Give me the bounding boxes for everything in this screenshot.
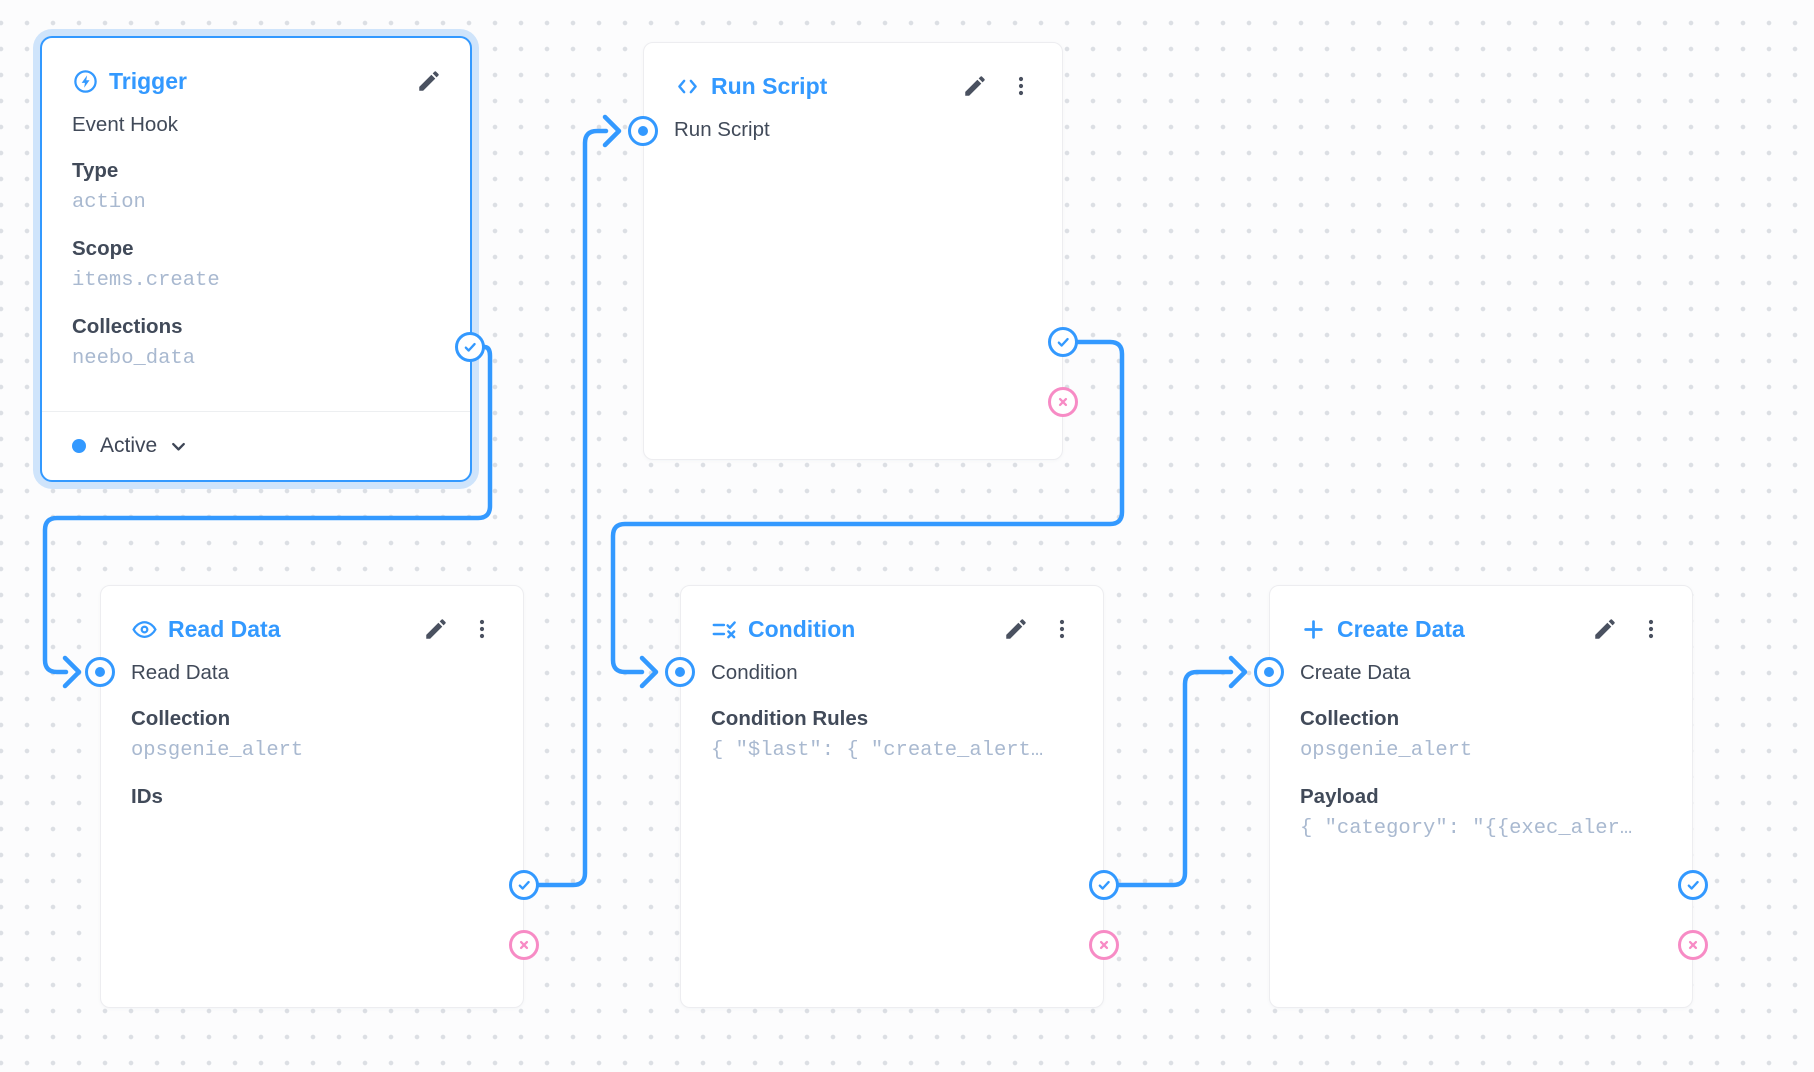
field-label: IDs <box>131 785 163 808</box>
run-script-resolve-handle check-circle-icon[interactable] <box>1048 327 1078 357</box>
node-type-name: Run Script <box>674 118 770 141</box>
condition-input-handle[interactable] <box>665 657 695 687</box>
node-type-name: Create Data <box>1300 661 1411 684</box>
edit-icon[interactable] <box>416 68 442 94</box>
field-label: Scope <box>72 237 134 260</box>
kebab-menu-icon[interactable] <box>1008 73 1034 99</box>
run-script-card-header: Run Script <box>644 43 1062 101</box>
node-title: Read Data <box>168 615 281 642</box>
field-label: Condition Rules <box>711 707 869 730</box>
rule-icon <box>711 616 738 643</box>
create-data-resolve-handle check-circle-icon[interactable] <box>1678 870 1708 900</box>
run-script-node-card[interactable]: Run Script Run Script <box>643 42 1063 460</box>
node-type-name: Condition <box>711 661 798 684</box>
field-value: items.create <box>72 269 220 292</box>
kebab-menu-icon[interactable] <box>469 616 495 642</box>
chevron-down-icon <box>167 435 190 458</box>
node-title: Run Script <box>711 72 828 99</box>
connector-read-data-to-run-script <box>536 114 622 888</box>
kebab-menu-icon[interactable] <box>1049 616 1075 642</box>
trigger-resolve-handle check-circle-icon[interactable] <box>455 332 485 362</box>
input-dot-icon <box>638 126 648 136</box>
status-dropdown[interactable]: Active <box>42 411 470 480</box>
active-status-dot <box>72 439 86 453</box>
node-title: Create Data <box>1337 615 1465 642</box>
input-dot-icon <box>675 667 685 677</box>
trigger-card-header: Trigger <box>42 38 470 96</box>
read-data-card-header: Read Data <box>101 586 523 644</box>
field-label: Collections <box>72 315 183 338</box>
read-data-resolve-handle check-circle-icon[interactable] <box>509 870 539 900</box>
code-icon <box>674 73 701 100</box>
input-dot-icon <box>95 667 105 677</box>
edit-icon[interactable] <box>1003 616 1029 642</box>
field-label: Type <box>72 159 119 182</box>
read-data-node-card[interactable]: Read Data Read Data Collection opsgenie_… <box>100 585 524 1008</box>
bolt-circle-icon <box>72 68 99 95</box>
eye-icon <box>131 616 158 643</box>
field-value: opsgenie_alert <box>1300 739 1473 762</box>
node-title: Trigger <box>109 67 187 94</box>
condition-node-card[interactable]: Condition Condition Condition Rules { "$… <box>680 585 1104 1008</box>
create-data-card-header: Create Data <box>1270 586 1692 644</box>
input-dot-icon <box>1264 667 1274 677</box>
node-type-name: Read Data <box>131 661 230 684</box>
condition-card-header: Condition <box>681 586 1103 644</box>
status-label: Active <box>100 434 158 457</box>
plus-icon <box>1300 616 1327 643</box>
field-value: opsgenie_alert <box>131 739 304 762</box>
create-data-node-card[interactable]: Create Data Create Data Collection opsge… <box>1269 585 1693 1008</box>
connector-trigger-to-read-data <box>42 344 493 689</box>
field-value: action <box>72 191 146 214</box>
kebab-menu-icon[interactable] <box>1638 616 1664 642</box>
field-value: neebo_data <box>72 347 196 370</box>
field-value: { "category": "{{exec_aler… <box>1300 817 1633 840</box>
create-data-input-handle[interactable] <box>1254 657 1284 687</box>
create-data-reject-handle x-circle-icon[interactable] <box>1678 930 1708 960</box>
connector-condition-to-create-data <box>1116 655 1248 888</box>
field-label: Payload <box>1300 785 1379 808</box>
node-title: Condition <box>748 615 856 642</box>
condition-resolve-handle check-circle-icon[interactable] <box>1089 870 1119 900</box>
read-data-input-handle[interactable] <box>85 657 115 687</box>
edit-icon[interactable] <box>423 616 449 642</box>
connector-run-script-to-condition <box>610 339 1125 689</box>
trigger-node-card[interactable]: Trigger Event Hook Type action Scope ite… <box>40 36 472 482</box>
field-label: Collection <box>1300 707 1400 730</box>
edit-icon[interactable] <box>962 73 988 99</box>
run-script-input-handle[interactable] <box>628 116 658 146</box>
node-type-name: Event Hook <box>72 113 178 136</box>
run-script-reject-handle x-circle-icon[interactable] <box>1048 387 1078 417</box>
edit-icon[interactable] <box>1592 616 1618 642</box>
condition-reject-handle x-circle-icon[interactable] <box>1089 930 1119 960</box>
field-label: Collection <box>131 707 231 730</box>
read-data-reject-handle x-circle-icon[interactable] <box>509 930 539 960</box>
field-value: { "$last": { "create_alert… <box>711 739 1044 762</box>
